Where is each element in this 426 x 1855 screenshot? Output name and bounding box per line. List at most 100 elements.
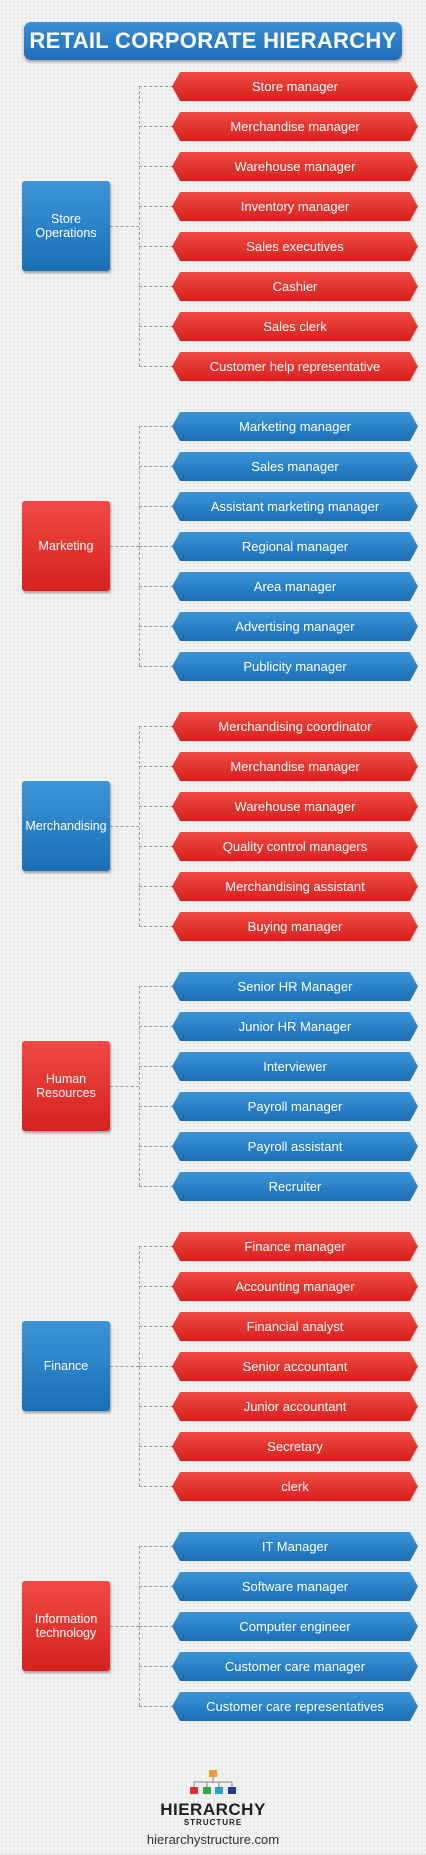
- department-box: Human Resources: [22, 1041, 110, 1131]
- connector-line: [110, 226, 139, 227]
- role-box: Customer help representative: [172, 352, 418, 381]
- connector-line: [139, 926, 173, 927]
- role-box: Sales clerk: [172, 312, 418, 341]
- department-box: Merchandising: [22, 781, 110, 871]
- connector-line: [139, 86, 140, 366]
- connector-line: [139, 806, 173, 807]
- connector-line: [139, 1186, 173, 1187]
- role-box: Customer care representatives: [172, 1692, 418, 1721]
- department-label: Information technology: [34, 1611, 98, 1640]
- role-box: Payroll assistant: [172, 1132, 418, 1161]
- connector-line: [139, 1486, 173, 1487]
- role-box: Warehouse manager: [172, 792, 418, 821]
- department-box: Finance: [22, 1321, 110, 1411]
- role-box: Merchandise manager: [172, 112, 418, 141]
- role-box: Merchandising coordinator: [172, 712, 418, 741]
- role-box: Secretary: [172, 1432, 418, 1461]
- connector-line: [139, 1586, 173, 1587]
- connector-line: [139, 986, 173, 987]
- department-label: Store Operations: [35, 211, 97, 240]
- role-box: Recruiter: [172, 1172, 418, 1201]
- role-box: Publicity manager: [172, 652, 418, 681]
- connector-line: [139, 1146, 173, 1147]
- connector-line: [139, 846, 173, 847]
- connector-line: [139, 1326, 173, 1327]
- connector-line: [139, 626, 173, 627]
- department-label: Human Resources: [36, 1071, 96, 1100]
- role-box: IT Manager: [172, 1532, 418, 1561]
- department-label: Finance: [43, 1358, 89, 1373]
- connector-line: [110, 1366, 139, 1367]
- connector-line: [139, 1026, 173, 1027]
- role-box: Store manager: [172, 72, 418, 101]
- role-box: Sales executives: [172, 232, 418, 261]
- connector-line: [139, 246, 173, 247]
- role-box: Area manager: [172, 572, 418, 601]
- footer-url: hierarchystructure.com: [146, 1832, 280, 1847]
- role-box: Cashier: [172, 272, 418, 301]
- role-box: Quality control managers: [172, 832, 418, 861]
- role-box: Senior accountant: [172, 1352, 418, 1381]
- role-box: Buying manager: [172, 912, 418, 941]
- page-title: RETAIL CORPORATE HIERARCHY: [24, 22, 402, 60]
- footer-logo-word: HIERARCHY: [160, 1800, 266, 1819]
- connector-line: [139, 166, 173, 167]
- role-box: Senior HR Manager: [172, 972, 418, 1001]
- connector-line: [139, 1546, 173, 1547]
- connector-line: [139, 766, 173, 767]
- department-label: Merchandising: [25, 818, 107, 833]
- hierarchy-structure-logo-icon: [190, 1770, 236, 1794]
- connector-line: [110, 1086, 139, 1087]
- connector-line: [139, 1066, 173, 1067]
- role-box: Customer care manager: [172, 1652, 418, 1681]
- connector-line: [139, 1366, 173, 1367]
- role-box: Junior accountant: [172, 1392, 418, 1421]
- role-box: Marketing manager: [172, 412, 418, 441]
- role-box: Merchandising assistant: [172, 872, 418, 901]
- role-box: Computer engineer: [172, 1612, 418, 1641]
- role-box: Advertising manager: [172, 612, 418, 641]
- connector-line: [139, 726, 173, 727]
- connector-line: [139, 546, 173, 547]
- connector-line: [139, 426, 173, 427]
- connector-line: [139, 1106, 173, 1107]
- role-box: Interviewer: [172, 1052, 418, 1081]
- role-box: Software manager: [172, 1572, 418, 1601]
- connector-line: [139, 126, 173, 127]
- connector-line: [139, 1666, 173, 1667]
- department-label: Marketing: [38, 538, 94, 553]
- role-box: Merchandise manager: [172, 752, 418, 781]
- department-box: Information technology: [22, 1581, 110, 1671]
- connector-line: [139, 206, 173, 207]
- connector-line: [139, 1286, 173, 1287]
- role-box: Regional manager: [172, 532, 418, 561]
- connector-line: [139, 986, 140, 1186]
- connector-line: [139, 1246, 173, 1247]
- connector-line: [139, 466, 173, 467]
- connector-line: [139, 366, 173, 367]
- connector-line: [139, 666, 173, 667]
- connector-line: [139, 1406, 173, 1407]
- role-box: clerk: [172, 1472, 418, 1501]
- role-box: Assistant marketing manager: [172, 492, 418, 521]
- connector-line: [139, 1706, 173, 1707]
- role-box: Junior HR Manager: [172, 1012, 418, 1041]
- connector-line: [139, 1446, 173, 1447]
- role-box: Accounting manager: [172, 1272, 418, 1301]
- connector-line: [139, 886, 173, 887]
- role-box: Finance manager: [172, 1232, 418, 1261]
- department-box: Marketing: [22, 501, 110, 591]
- role-box: Financial analyst: [172, 1312, 418, 1341]
- department-box: Store Operations: [22, 181, 110, 271]
- connector-line: [110, 826, 139, 827]
- role-box: Sales manager: [172, 452, 418, 481]
- connector-line: [139, 1626, 173, 1627]
- connector-line: [110, 1626, 139, 1627]
- role-box: Warehouse manager: [172, 152, 418, 181]
- footer-logo-sub: STRUCTURE: [183, 1818, 243, 1827]
- role-box: Inventory manager: [172, 192, 418, 221]
- connector-line: [139, 726, 140, 926]
- connector-line: [139, 506, 173, 507]
- connector-line: [139, 326, 173, 327]
